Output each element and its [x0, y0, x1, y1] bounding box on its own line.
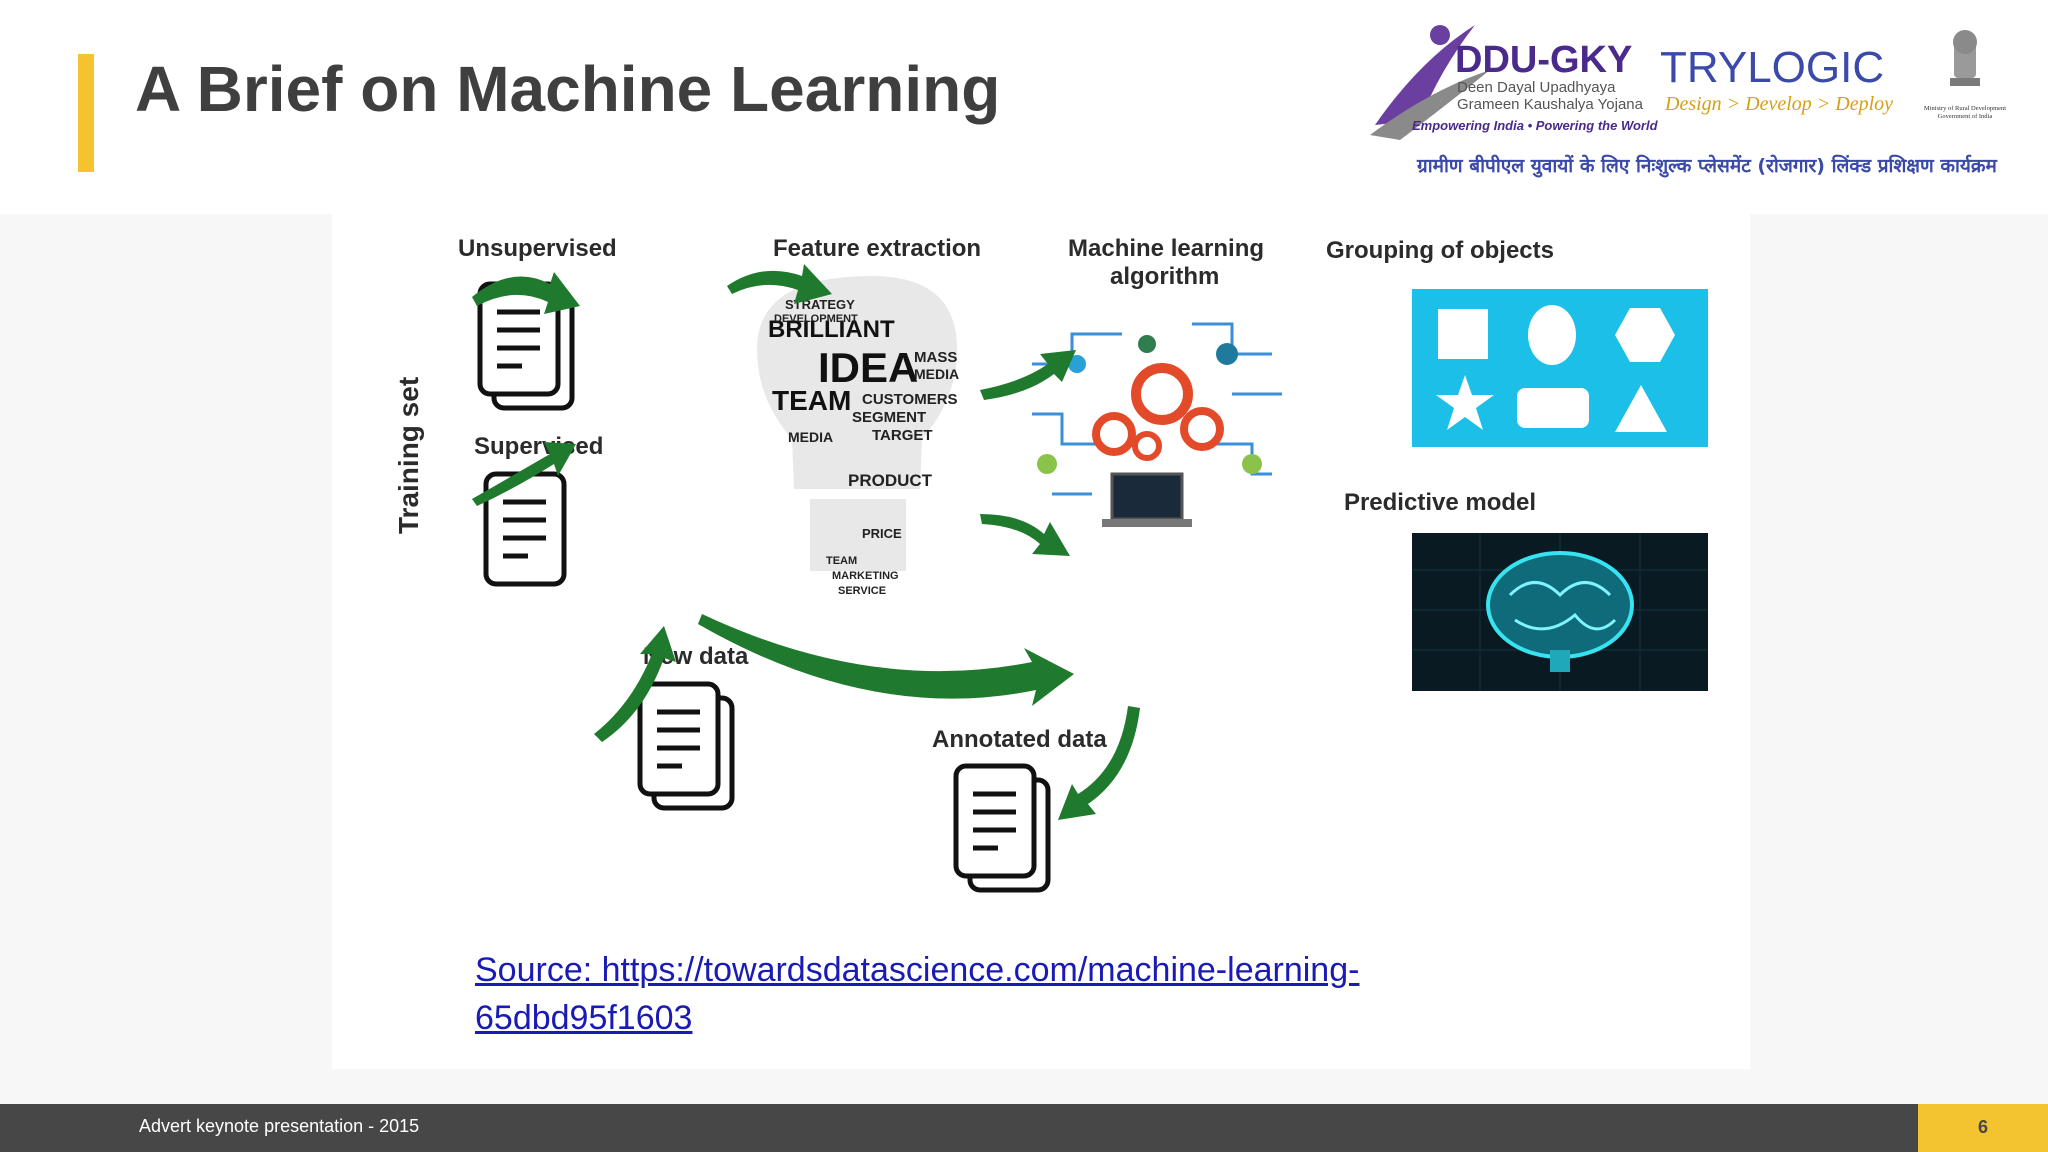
bulb-word-4: TEAM	[772, 385, 851, 416]
grouping-label: Grouping of objects	[1326, 237, 1554, 264]
arrow-supervised-to-feature-icon	[472, 442, 576, 506]
gear-icon	[1131, 363, 1193, 425]
arrow-algorithm-to-grouping-icon	[980, 350, 1076, 400]
bulb-word-10: PRODUCT	[848, 471, 933, 490]
ddu-gky-line1: Deen Dayal Upadhyaya	[1457, 79, 1616, 96]
ddu-gky-name: DDU-GKY	[1455, 39, 1632, 81]
bulb-word-7: CUSTOMERS	[862, 391, 958, 408]
footer-text: Advert keynote presentation - 2015	[139, 1116, 420, 1136]
hindi-banner: ग्रामीण बीपीएल युवायों के लिए निःशुल्क प…	[1416, 154, 1997, 178]
arrow-newdata-to-feature-icon	[594, 626, 676, 742]
arrow-unsupervised-to-feature-icon	[472, 272, 580, 314]
ml-algorithm-label-line2: algorithm	[1110, 263, 1219, 290]
gear-icon	[1092, 412, 1136, 456]
circuit-node-icon	[1242, 454, 1262, 474]
slide-footer: Advert keynote presentation - 2015 6	[0, 1104, 2048, 1152]
arrow-algorithm-to-predictive-icon	[980, 514, 1070, 556]
title-accent-bar	[78, 54, 94, 172]
circuit-node-icon	[1138, 335, 1156, 353]
gear-icon	[1180, 407, 1224, 451]
ddu-gky-tagline: Empowering India • Powering the World	[1412, 118, 1659, 133]
source-line-1[interactable]: Source: https://towardsdatascience.com/m…	[475, 951, 1360, 989]
slide-header: A Brief on Machine Learning DDU-GKY Deen…	[0, 0, 2048, 214]
hexagon-shape-icon	[1615, 308, 1675, 362]
bulb-word-8: SEGMENT	[852, 409, 926, 426]
predictive-model-label: Predictive model	[1344, 489, 1536, 516]
page-number: 6	[1977, 1117, 1988, 1137]
circuit-node-icon	[1068, 355, 1086, 373]
trylogic-logo: TRYLOGIC Design > Develop > Deploy	[1660, 43, 1893, 115]
feature-extraction-label: Feature extraction	[773, 235, 981, 262]
rounded-rect-shape-icon	[1517, 388, 1589, 428]
bulb-word-9: TARGET	[872, 427, 933, 444]
ministry-emblem: Ministry of Rural Development Government…	[1924, 30, 2006, 120]
square-shape-icon	[1438, 309, 1488, 359]
bulb-word-14: MARKETING	[832, 570, 899, 582]
arrow-feature-to-predictive-icon	[698, 614, 1074, 706]
ddu-gky-line2: Grameen Kaushalya Yojana	[1457, 96, 1644, 113]
training-set-label: Training set	[393, 377, 424, 534]
source-link[interactable]: Source: https://towardsdatascience.com/m…	[475, 946, 1455, 1042]
bulb-node-icon	[1037, 454, 1057, 474]
circuit-node-icon	[1216, 343, 1238, 365]
idea-bulb-word-cloud: STRATEGY BRILLIANT IDEA TEAM MASS MEDIA …	[757, 276, 959, 597]
trylogic-tagline: Design > Develop > Deploy	[1664, 93, 1893, 115]
star-shape-icon	[1436, 375, 1494, 430]
slide-title: A Brief on Machine Learning	[135, 53, 1001, 125]
ml-diagram: Training set Unsupervised Supervised New…	[393, 235, 1708, 1069]
bulb-word-2: BRILLIANT	[768, 316, 895, 343]
bulb-word-12: MEDIA	[788, 429, 833, 445]
flow-arrows	[472, 264, 1140, 820]
unsupervised-label: Unsupervised	[458, 235, 617, 262]
bulb-word-5: MASS	[914, 349, 957, 366]
brain-icon	[1486, 551, 1634, 659]
source-line-2[interactable]: 65dbd95f1603	[475, 999, 693, 1037]
partner-logos: DDU-GKY Deen Dayal Upadhyaya Grameen Kau…	[1370, 25, 2006, 178]
trylogic-name: TRYLOGIC	[1660, 43, 1884, 92]
bulb-word-6: MEDIA	[914, 366, 959, 382]
gear-icon	[1132, 431, 1162, 461]
ministry-line1: Ministry of Rural Development	[1924, 105, 2006, 112]
ellipse-shape-icon	[1528, 305, 1576, 365]
bulb-word-11: PRICE	[862, 526, 902, 541]
laptop-icon	[1110, 472, 1184, 521]
annotated-data-document-icon	[956, 766, 1048, 890]
ml-diagram-figure: Training set Unsupervised Supervised New…	[332, 214, 1750, 1069]
bulb-word-15: SERVICE	[838, 585, 886, 597]
triangle-shape-icon	[1615, 385, 1667, 432]
bulb-word-13: TEAM	[826, 555, 857, 567]
arrow-predictive-to-annotated-icon	[1058, 706, 1140, 820]
predictive-model-panel	[1412, 533, 1708, 691]
arrow-feature-to-algorithm-icon	[727, 264, 832, 304]
ml-algorithm-label-line1: Machine learning	[1068, 235, 1264, 262]
bulb-word-3: IDEA	[818, 344, 918, 391]
supervised-label: Supervised	[474, 433, 603, 460]
ml-algorithm-illustration	[1032, 322, 1282, 527]
ddu-gky-logo: DDU-GKY Deen Dayal Upadhyaya Grameen Kau…	[1370, 25, 1659, 140]
page-number-box: 6	[1918, 1104, 2048, 1152]
bulb-word-16: DEVELOPMENT	[774, 313, 858, 325]
new-data-document-icon	[640, 684, 732, 808]
ministry-line2: Government of India	[1938, 113, 1993, 120]
annotated-data-label: Annotated data	[932, 726, 1107, 753]
